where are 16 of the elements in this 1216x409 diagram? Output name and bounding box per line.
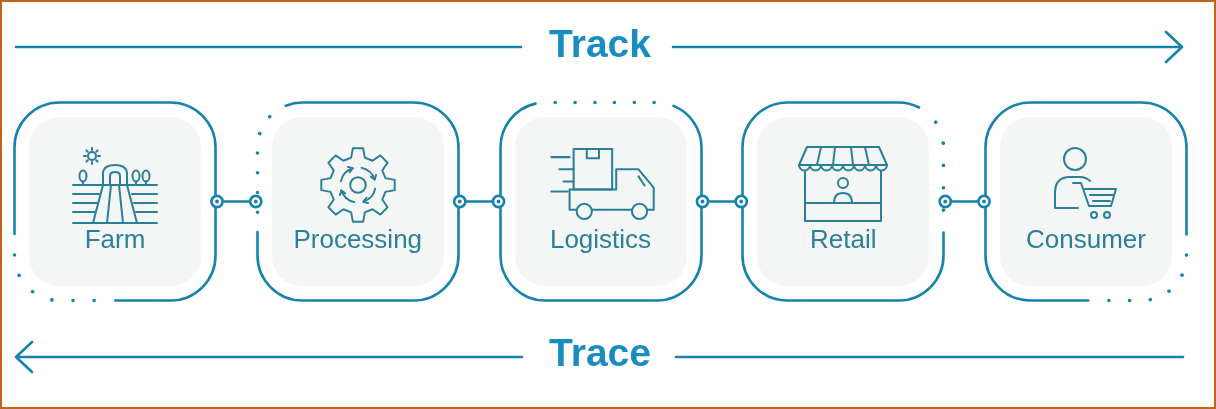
stage-card xyxy=(498,101,703,302)
heading: Trace xyxy=(549,331,651,375)
stage-label: Consumer xyxy=(1026,224,1146,254)
stage-label: Retail xyxy=(810,224,877,254)
connector xyxy=(210,194,263,209)
stage-card xyxy=(13,101,217,302)
stage-card xyxy=(984,101,1188,302)
stage-card xyxy=(255,101,460,302)
connector xyxy=(452,194,506,209)
stage-card xyxy=(741,101,946,302)
connector xyxy=(695,194,749,209)
stage-label: Logistics xyxy=(549,224,652,254)
stage-label: Farm xyxy=(84,224,146,254)
heading: Track xyxy=(549,22,651,66)
connector xyxy=(938,194,991,209)
stage-label: Processing xyxy=(293,224,423,254)
